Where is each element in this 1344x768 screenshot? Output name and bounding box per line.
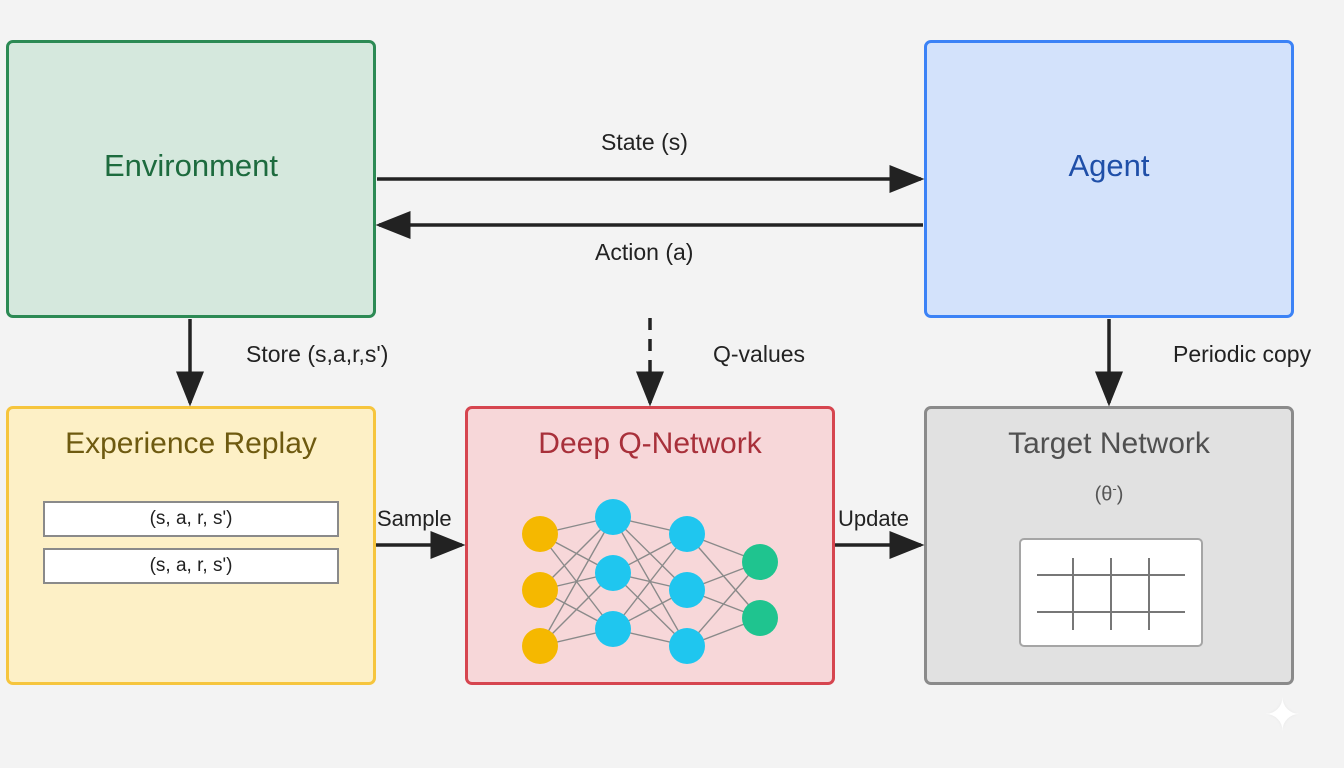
hidden-neuron bbox=[595, 555, 631, 591]
experience-replay-node: Experience Replay (s, a, r, s') (s, a, r… bbox=[6, 406, 376, 685]
input-neuron bbox=[522, 516, 558, 552]
network-connection bbox=[612, 533, 688, 630]
sparkle-icon: ✦ bbox=[1264, 691, 1301, 740]
store-label: Store (s,a,r,s') bbox=[246, 341, 389, 367]
output-neuron bbox=[742, 600, 778, 636]
deep-q-network-title: Deep Q-Network bbox=[538, 427, 762, 460]
hidden-neuron bbox=[595, 611, 631, 647]
target-network-title: Target Network bbox=[1008, 427, 1210, 460]
hidden-neuron bbox=[669, 516, 705, 552]
agent-title: Agent bbox=[1068, 148, 1150, 183]
input-neuron bbox=[522, 572, 558, 608]
environment-title: Environment bbox=[103, 148, 279, 183]
action-label: Action (a) bbox=[595, 239, 694, 265]
target-network-param: (θ-) bbox=[1094, 481, 1124, 506]
network-connection bbox=[539, 516, 614, 647]
agent-node: Agent bbox=[924, 40, 1294, 318]
environment-node: Environment bbox=[6, 40, 376, 318]
weights-grid-lines bbox=[1037, 558, 1185, 630]
weights-grid-icon bbox=[1019, 538, 1203, 647]
replay-entry: (s, a, r, s') bbox=[43, 548, 339, 584]
input-neuron bbox=[522, 628, 558, 664]
output-neuron bbox=[742, 544, 778, 580]
replay-entry: (s, a, r, s') bbox=[43, 501, 339, 537]
experience-replay-title: Experience Replay bbox=[65, 427, 317, 460]
neural-network-diagram bbox=[522, 499, 778, 664]
hidden-neuron bbox=[669, 572, 705, 608]
hidden-neuron bbox=[595, 499, 631, 535]
sample-label: Sample bbox=[377, 506, 452, 531]
hidden-neuron bbox=[669, 628, 705, 664]
state-label: State (s) bbox=[601, 129, 688, 155]
periodic-copy-label: Periodic copy bbox=[1173, 341, 1312, 367]
network-connection bbox=[686, 561, 761, 647]
target-network-node: Target Network (θ-) bbox=[924, 406, 1294, 685]
q-values-label: Q-values bbox=[713, 341, 806, 367]
update-label: Update bbox=[838, 506, 909, 531]
